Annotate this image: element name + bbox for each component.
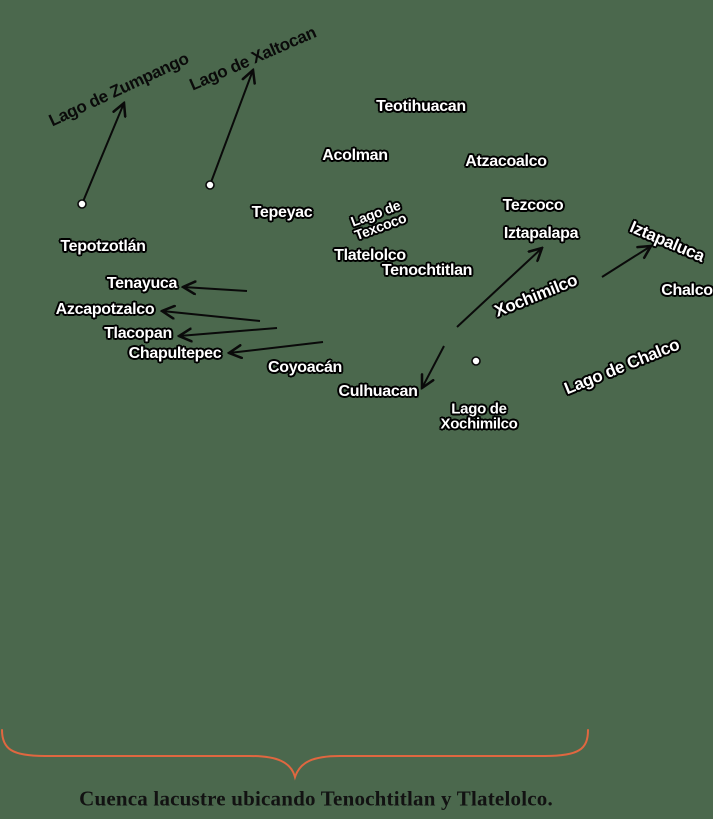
label-acolman: Acolman: [322, 147, 388, 164]
label-azcapotzalco: Azcapotzalco: [55, 301, 155, 318]
label-lago-de-xochimilco: Lago de Xochimilco: [440, 400, 518, 433]
label-tenochtitlan: Tenochtitlan: [381, 262, 473, 279]
label-tlacopan: Tlacopan: [104, 325, 172, 342]
arrow-to-culhuacan: [422, 345, 445, 388]
zumpango-point-marker: [77, 199, 87, 209]
caption-brace: [1, 729, 589, 781]
label-tezcoco: Tezcoco: [502, 197, 564, 214]
label-chalco: Chalco: [661, 282, 713, 299]
arrow-to-lago-zumpango: [81, 103, 124, 205]
label-iztapalapa: Iztapalapa: [503, 225, 579, 242]
caption-text: Cuenca lacustre ubicando Tenochtitlan y …: [79, 786, 553, 811]
label-tlatelolco: Tlatelolco: [334, 247, 406, 264]
label-teotihuacan: Teotihuacan: [376, 98, 466, 115]
label-culhuacan: Culhuacan: [338, 383, 418, 400]
label-tepeyac: Tepeyac: [251, 204, 313, 221]
label-lago-de-xochimilco-line2: Xochimilco: [440, 416, 518, 433]
label-coyoacan: Coyoacán: [267, 359, 343, 376]
arrow-to-azcapotzalco: [162, 311, 261, 322]
arrow-to-tlacopan: [179, 327, 278, 336]
arrow-to-tenayuca: [183, 287, 248, 291]
arrow-to-iztapaluca: [601, 246, 651, 278]
arrow-to-lago-xaltocan: [209, 70, 253, 186]
label-atzacoalco: Atzacoalco: [465, 153, 547, 170]
label-lago-de-xochimilco-line1: Lago de: [451, 400, 507, 418]
xochimilco-point-marker: [471, 356, 481, 366]
xaltocan-point-marker: [205, 180, 215, 190]
arrow-to-chapultepec: [229, 341, 324, 353]
label-tenayuca: Tenayuca: [106, 275, 178, 292]
label-chapultepec: Chapultepec: [128, 345, 222, 362]
arrow-to-iztapalapa: [456, 248, 542, 328]
label-tepotzotlan: Tepotzotlán: [60, 238, 146, 255]
